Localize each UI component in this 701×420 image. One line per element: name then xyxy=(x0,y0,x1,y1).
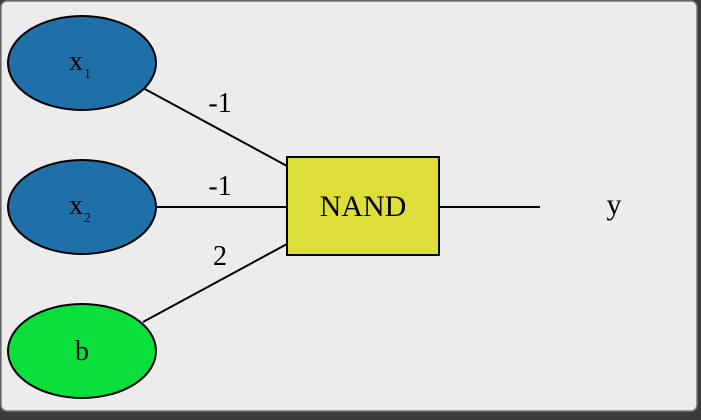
nand-gate-box xyxy=(286,156,440,256)
node-bias-label: b xyxy=(75,336,89,367)
node-x1-subscript: 1 xyxy=(84,67,91,82)
node-bias-shape xyxy=(7,303,157,399)
edge-x1-to-gate xyxy=(142,87,288,167)
node-x1-label: x1 xyxy=(69,46,91,82)
node-x2-subscript: 2 xyxy=(84,211,91,226)
nand-gate: NAND xyxy=(286,156,440,256)
node-x1-base: x xyxy=(69,46,83,77)
nand-gate-label: NAND xyxy=(320,190,407,223)
edge-b-to-gate xyxy=(142,243,288,323)
weight-label-bias: 2 xyxy=(213,241,227,272)
node-x2-shape xyxy=(7,159,157,255)
node-x1-shape xyxy=(7,15,157,111)
weight-label-x2: -1 xyxy=(208,171,231,202)
node-bias: b xyxy=(7,303,157,399)
output-label: y xyxy=(607,188,622,221)
node-x2-label: x2 xyxy=(69,190,91,226)
node-x2-base: x xyxy=(69,190,83,221)
node-x2: x2 xyxy=(7,159,157,255)
node-x1: x1 xyxy=(7,15,157,111)
weight-label-x1: -1 xyxy=(208,88,231,119)
